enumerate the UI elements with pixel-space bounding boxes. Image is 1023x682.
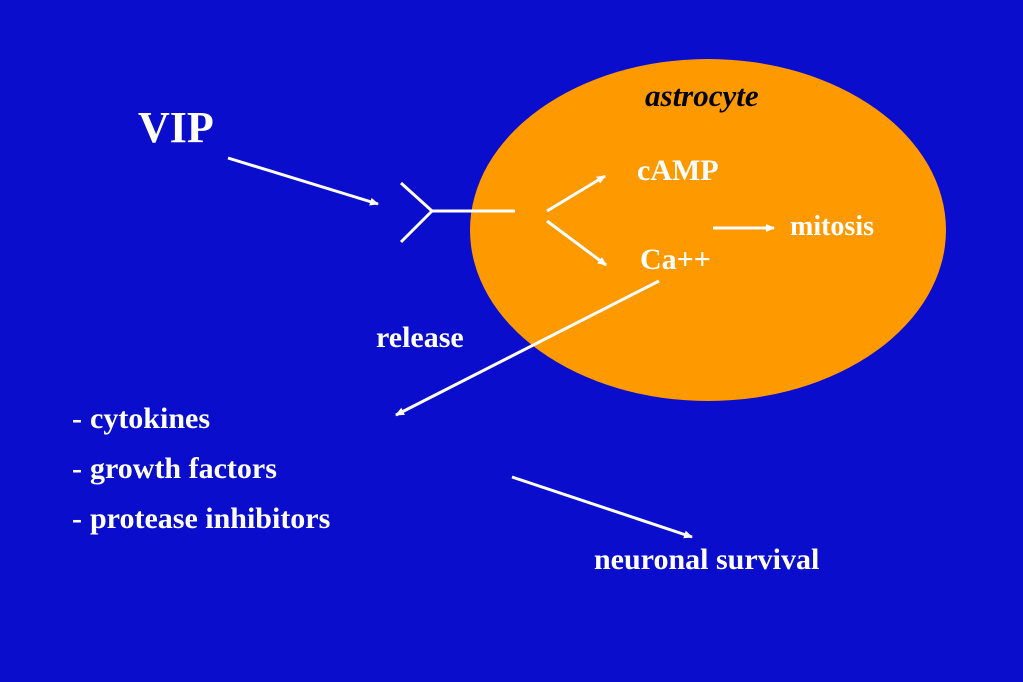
- ligand-label: VIP: [138, 103, 214, 152]
- cell-label: astrocyte: [645, 78, 759, 113]
- arrow-to-calcium: [546, 219, 607, 267]
- list-item: -growth factors: [72, 454, 330, 504]
- release-label: release: [376, 321, 464, 354]
- effect-mitosis-label: mitosis: [790, 211, 874, 242]
- factor-label: growth factors: [90, 452, 277, 485]
- outcome-label: neuronal survival: [594, 543, 820, 576]
- messenger-camp-label: cAMP: [637, 154, 719, 187]
- list-item: -protease inhibitors: [72, 504, 330, 554]
- arrow-to-survival: [511, 475, 693, 539]
- receptor-y-icon: [399, 181, 515, 244]
- list-marker: -: [72, 402, 82, 435]
- released-factor-list: -cytokines -growth factors -protease inh…: [72, 404, 330, 554]
- messenger-calcium-label: Ca++: [640, 243, 711, 276]
- list-marker: -: [72, 502, 82, 535]
- arrow-vip-to-receptor: [227, 156, 379, 206]
- factor-label: cytokines: [90, 402, 210, 435]
- arrow-to-camp: [546, 174, 606, 213]
- list-item: -cytokines: [72, 404, 330, 454]
- factor-label: protease inhibitors: [90, 502, 331, 535]
- arrow-release: [395, 279, 660, 417]
- list-marker: -: [72, 452, 82, 485]
